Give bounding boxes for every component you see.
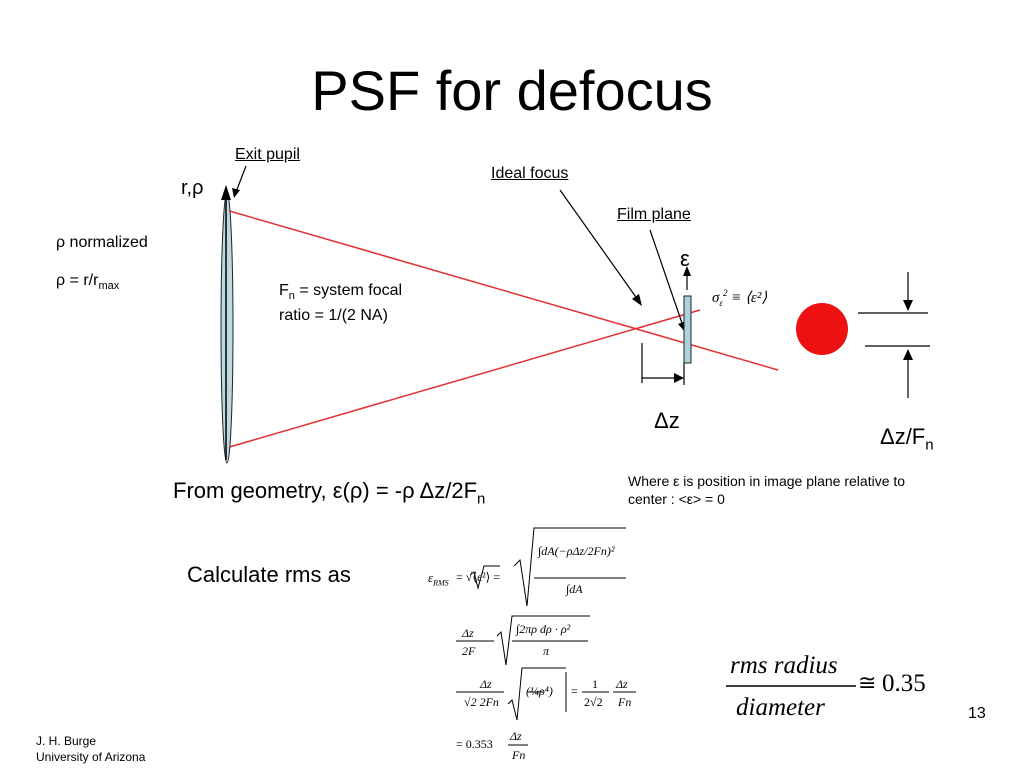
rms-root-big <box>513 527 626 607</box>
where-note: Where ε is position in image plane relat… <box>628 473 906 507</box>
rms-root-small <box>469 565 500 590</box>
rms-line3-frac: (¼ρ⁴) <box>526 684 553 698</box>
rho-definition: ρ = r/rmax <box>56 272 120 293</box>
rms-line3-tail-num: Δz <box>616 677 628 691</box>
rms-numerator: ∫dA(−ρΔz/2Fn)² <box>538 544 615 558</box>
exit-pupil-pointer <box>235 165 247 193</box>
rms-line2-den: π <box>543 644 550 658</box>
film-plane-pointer <box>649 229 684 327</box>
rms-line4-num: Δz <box>510 729 522 743</box>
sigma-definition: σε2 ≡ ⟨ε²⟩ <box>712 288 768 308</box>
ray-lower <box>225 309 701 449</box>
footer-author: J. H. Burge <box>36 734 97 748</box>
rms-denominator: ∫dA <box>566 582 583 596</box>
film-plane <box>683 295 692 364</box>
ratio-relation: ≅ <box>858 670 877 695</box>
rms-line3-res-den: 2√2 <box>584 695 603 709</box>
geometry-relation: From geometry, ε(ρ) = -ρ Δz/2Fn <box>173 478 486 508</box>
rms-line3-res-num: 1 <box>592 677 598 691</box>
rms-line3-coef-num: Δz <box>480 677 492 691</box>
rms-line3-eq: = <box>571 684 578 698</box>
footer-affiliation: University of Arizona <box>36 750 146 764</box>
focal-ratio-text: Fn = system focal ratio = 1/(2 NA) <box>279 282 403 325</box>
axis-arrowhead <box>221 185 231 200</box>
rms-line4-coef: = 0.353 <box>456 737 493 751</box>
delta-z-over-fn-label: Δz/Fn <box>880 424 934 454</box>
rms-lhs: εRMS <box>428 570 449 588</box>
slide-title: PSF for defocus <box>311 59 713 122</box>
rho-normalized-label: ρ normalized <box>56 234 148 251</box>
ratio-numerator: rms radius <box>730 652 838 679</box>
delta-z-label: Δz <box>654 408 680 433</box>
ideal-focus-pointer <box>559 189 639 301</box>
rms-line2-num: ∫2πρ dρ · ρ² <box>516 622 571 636</box>
ratio-denominator: diameter <box>736 694 825 721</box>
rms-line4-den: Fn <box>512 748 526 762</box>
rms-line2-coef-num: Δz <box>462 626 474 640</box>
exit-pupil-lens <box>220 192 234 464</box>
rms-line3-tail-den: Fn <box>618 695 632 709</box>
ideal-focus-label: Ideal focus <box>491 165 569 182</box>
defocus-spot <box>796 303 848 355</box>
epsilon-label: ε <box>680 246 690 271</box>
footer: J. H. Burge University of Arizona <box>36 733 145 765</box>
rms-line1-mid: = √⟨ε²⟩ = <box>456 570 501 584</box>
ratio-value: 0.35 <box>882 670 926 697</box>
film-plane-label: Film plane <box>617 206 691 223</box>
rms-line3-coef-den: √2 2Fn <box>464 695 499 709</box>
r-rho-label: r,ρ <box>181 177 204 199</box>
rms-line2-coef-den: 2F <box>462 644 476 658</box>
calculate-rms-label: Calculate rms as <box>187 562 351 587</box>
exit-pupil-label: Exit pupil <box>235 146 300 163</box>
page-number: 13 <box>968 705 986 722</box>
